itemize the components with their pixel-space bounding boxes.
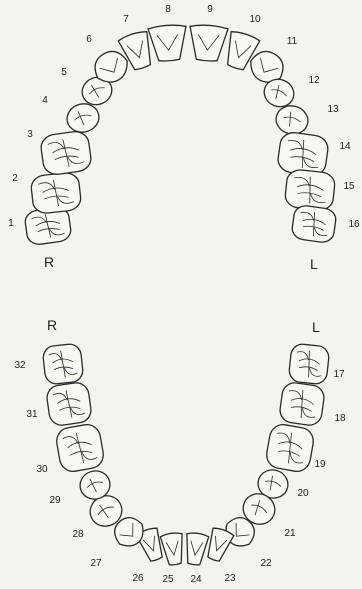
tooth-number-9: 9 xyxy=(207,4,213,15)
tooth-number-4: 4 xyxy=(42,95,48,106)
tooth-number-20: 20 xyxy=(297,488,309,499)
tooth-number-3: 3 xyxy=(27,129,33,140)
tooth-number-17: 17 xyxy=(333,369,345,380)
tooth-31 xyxy=(45,381,92,426)
tooth-2 xyxy=(30,172,82,215)
tooth-16 xyxy=(291,204,337,244)
tooth-number-18: 18 xyxy=(334,413,346,424)
tooth-number-29: 29 xyxy=(49,495,61,506)
tooth-15 xyxy=(284,169,336,212)
lower-left-side-label: L xyxy=(312,319,320,335)
tooth-number-2: 2 xyxy=(12,173,18,184)
tooth-number-13: 13 xyxy=(327,104,339,115)
lower-right-side-label: R xyxy=(47,317,57,333)
tooth-number-28: 28 xyxy=(72,529,84,540)
upper-left-side-label: L xyxy=(310,256,318,272)
tooth-8 xyxy=(148,24,188,62)
tooth-number-1: 1 xyxy=(8,218,14,229)
upper-arch xyxy=(24,24,337,246)
tooth-25 xyxy=(160,532,186,566)
tooth-number-7: 7 xyxy=(123,14,129,25)
tooth-number-15: 15 xyxy=(343,181,355,192)
tooth-number-22: 22 xyxy=(260,558,272,569)
tooth-number-23: 23 xyxy=(224,573,236,584)
tooth-32 xyxy=(42,343,84,385)
tooth-number-30: 30 xyxy=(36,464,48,475)
tooth-9 xyxy=(188,24,228,62)
tooth-number-5: 5 xyxy=(61,67,67,78)
tooth-number-21: 21 xyxy=(284,528,296,539)
tooth-3 xyxy=(39,130,92,176)
tooth-number-11: 11 xyxy=(287,36,298,47)
tooth-number-31: 31 xyxy=(26,409,38,420)
tooth-24 xyxy=(183,532,209,566)
tooth-4 xyxy=(64,101,102,136)
tooth-number-32: 32 xyxy=(14,360,26,371)
tooth-30 xyxy=(55,423,106,474)
upper-right-side-label: R xyxy=(44,254,54,270)
tooth-number-8: 8 xyxy=(165,4,171,15)
tooth-19 xyxy=(265,423,316,474)
tooth-18 xyxy=(278,381,325,426)
tooth-number-27: 27 xyxy=(90,558,102,569)
tooth-number-25: 25 xyxy=(162,574,174,585)
tooth-number-16: 16 xyxy=(348,219,360,230)
tooth-number-24: 24 xyxy=(190,574,202,585)
tooth-number-12: 12 xyxy=(308,75,320,86)
tooth-17 xyxy=(288,343,330,385)
tooth-number-14: 14 xyxy=(339,141,351,152)
tooth-number-26: 26 xyxy=(132,573,144,584)
tooth-number-6: 6 xyxy=(86,34,92,45)
tooth-number-19: 19 xyxy=(314,459,326,470)
tooth-number-10: 10 xyxy=(249,14,261,25)
